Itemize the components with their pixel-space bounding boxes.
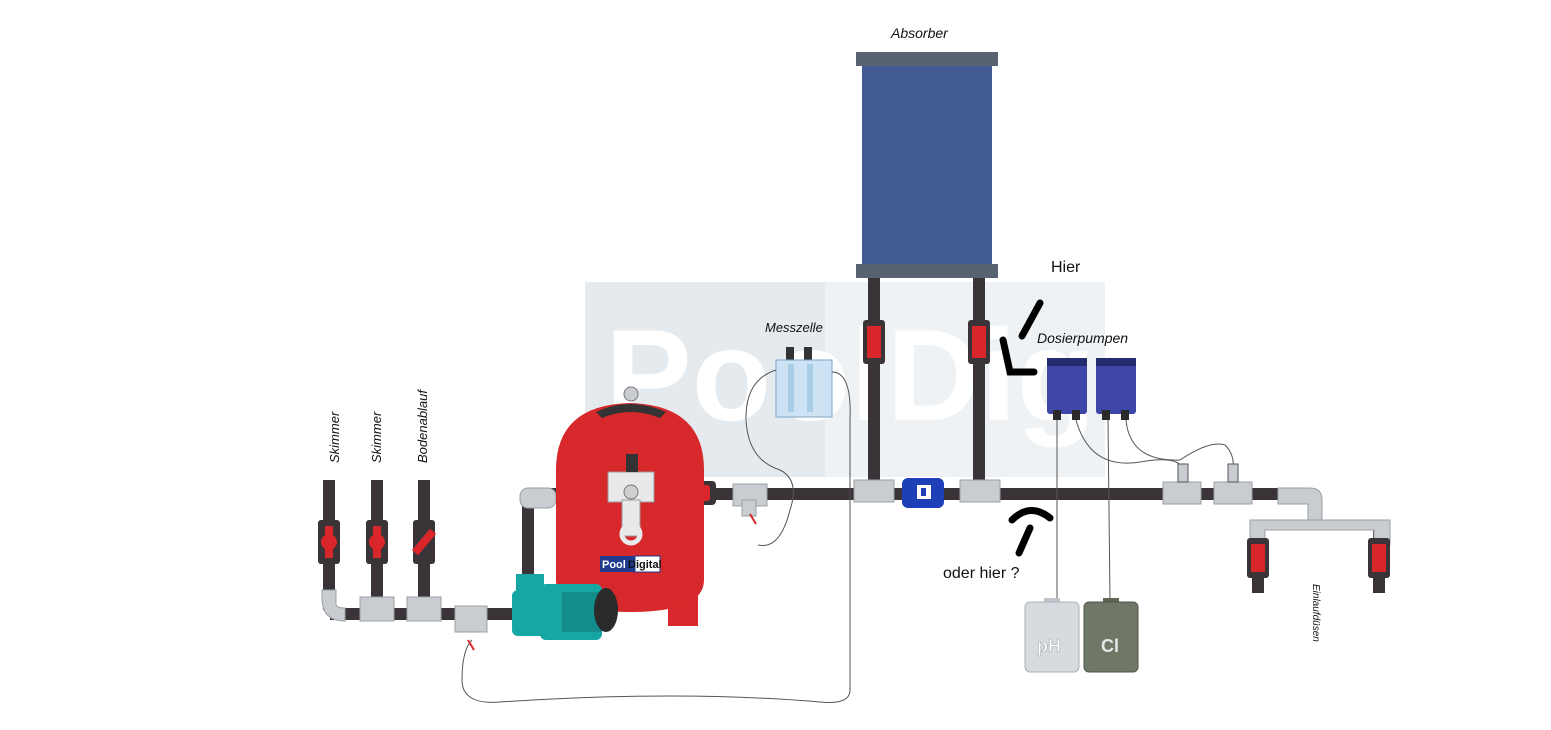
hier-label: Hier (1051, 259, 1081, 276)
skimmer-1-label: Skimmer (327, 411, 342, 463)
valve-absorber-left (863, 320, 885, 364)
valve-skimmer-2 (366, 520, 388, 564)
cl-label: Cl (1101, 636, 1119, 656)
oder-hier-label: oder hier ? (943, 565, 1020, 582)
handwritten-arrows (999, 299, 1054, 557)
canister-cl: Cl (1083, 598, 1139, 673)
filter-logo-pool: Pool (602, 559, 626, 571)
absorber: Absorber (856, 25, 998, 278)
dosing-pumps: Dosierpumpen (1037, 330, 1136, 420)
ph-label: pH (1037, 636, 1061, 656)
canisters: pH Cl (1024, 598, 1139, 673)
fittings (321, 479, 1391, 633)
flow-sensor (902, 478, 944, 508)
sand-filter: Pool Digital (556, 386, 704, 626)
bodenablauf-label: Bodenablauf (415, 389, 430, 463)
messzelle-label: Messzelle (765, 320, 823, 335)
valve-nozzle-right (1368, 538, 1390, 578)
filter-logo-digital: Digital (628, 559, 662, 571)
measuring-cell: Messzelle (765, 320, 833, 418)
skimmer-2-label: Skimmer (369, 411, 384, 463)
valve-skimmer-1 (318, 520, 340, 564)
valve-nozzle-left (1247, 538, 1269, 578)
canister-ph: pH (1024, 598, 1080, 673)
einlaufduesen-label: Einlaufdüsen (1310, 584, 1321, 642)
pump (512, 574, 618, 640)
watermark-text: PoolDigital (605, 302, 1284, 448)
sample-tubes (461, 369, 851, 703)
absorber-label: Absorber (890, 25, 949, 41)
probes (467, 513, 757, 651)
valve-bodenablauf (411, 520, 437, 564)
dosierpumpen-label: Dosierpumpen (1037, 330, 1128, 346)
valve-absorber-right (968, 320, 990, 364)
text-labels: Hier oder hier ? Skimmer Skimmer Bodenab… (327, 259, 1321, 642)
dosing-tubes (1056, 419, 1239, 601)
